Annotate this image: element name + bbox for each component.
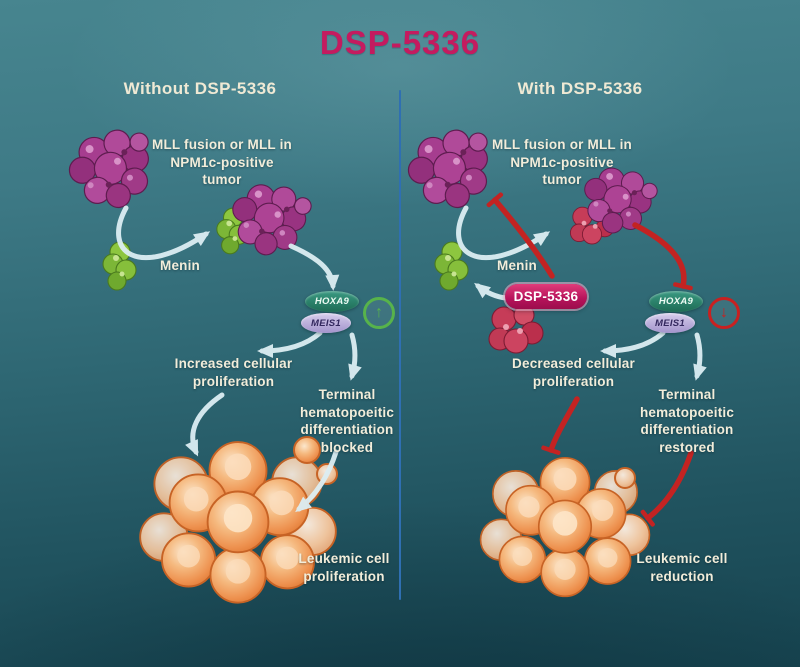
mll-label-right: MLL fusion or MLL in NPM1c-positive tumo… [492,137,632,188]
proliferation-label-right: Decreased cellular proliferation [512,356,635,389]
inhibition-hoxa9-expression [632,222,693,291]
dsp-5336-molecule [488,304,544,354]
inhibition-differentiation-to-cells [640,450,694,527]
menin-label-left: Menin [160,258,200,273]
proliferation-label-left: Increased cellular proliferation [174,356,293,389]
upregulation-icon: ↑ [363,297,395,329]
arrow-to-differentiation-restored [693,332,707,381]
meis1-badge-right: MEIS1 [645,313,695,333]
menin-label-right: Menin [497,258,537,273]
differentiation-label-left: Terminal hematopoeitic differentiation b… [299,387,395,455]
left-panel-heading: Without DSP-5336 [123,79,277,98]
menin-protein-left [102,241,137,291]
arrow-to-increased-proliferation [257,330,323,358]
arrow-to-decreased-proliferation [600,330,666,358]
up-arrow-glyph: ↑ [375,304,383,321]
outcome-label-left: Leukemic cell proliferation [298,551,390,584]
inhibition-menin-mll-binding [486,192,555,279]
right-panel-heading: With DSP-5336 [517,79,643,98]
dsp-5336-badge: DSP-5336 [505,284,587,309]
arrow-menin-binds-mll-right [456,205,551,261]
arrow-to-differentiation-blocked [348,332,362,381]
arrow-proliferation-to-cells-left [185,392,225,457]
down-arrow-glyph: ↓ [720,304,728,321]
meis1-badge-left: MEIS1 [301,313,351,333]
downregulation-icon: ↓ [708,297,740,329]
mll-protein-left [64,125,158,215]
differentiation-label-right: Terminal hematopoeitic differentiation r… [639,387,735,455]
arrow-dsp-to-menin [474,282,509,301]
panel-divider [399,90,401,600]
hoxa9-badge-right: HOXA9 [649,291,703,312]
satellite-cell-right [614,467,636,489]
outcome-label-right: Leukemic cell reduction [636,551,728,584]
mll-protein-right [403,125,497,215]
inhibition-proliferation-to-cells [541,396,580,456]
mll-label-left: MLL fusion or MLL in NPM1c-positive tumo… [152,137,292,188]
arrow-complex-to-hoxa9-left [288,243,340,291]
diagram-title: DSP-5336 [319,24,481,61]
hoxa9-badge-left: HOXA9 [305,291,359,312]
arrow-menin-binds-mll-left [116,205,211,261]
arrow-differentiation-to-cells-left [295,449,339,513]
satellite-cell-left [293,436,321,464]
